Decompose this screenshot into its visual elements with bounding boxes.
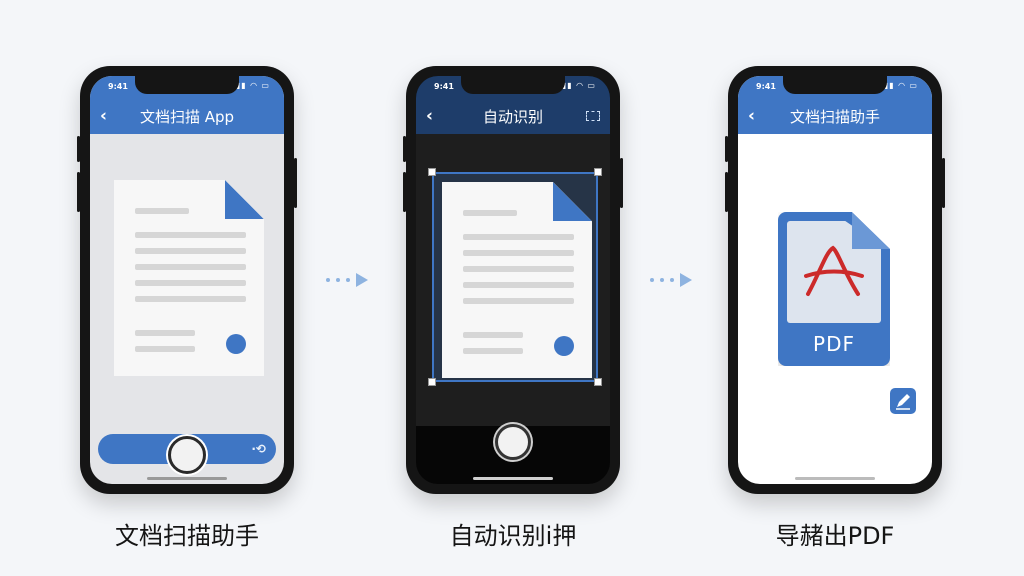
arrow-dot <box>660 278 664 282</box>
status-time: 9:41 <box>756 82 776 91</box>
phone-1: 9:41 ▮▮ ◠ ▭ ‹ 文档扫描 App ·⟲ <box>77 66 297 494</box>
pdf-file-icon[interactable]: PDF <box>778 212 890 366</box>
arrow-dot <box>670 278 674 282</box>
home-indicator[interactable] <box>473 477 553 480</box>
nav-title: 文档扫描助手 <box>789 107 880 126</box>
signature-dot-icon <box>554 336 574 357</box>
caption-step-2: 自动识别i押 <box>449 522 577 550</box>
phone-3-screen: 9:41 ▮▮ ◠ ▭ ‹ 文档扫描助手 PDF <box>738 76 932 484</box>
signature-dot-icon <box>226 334 246 355</box>
scan-frame-icon[interactable] <box>586 111 600 121</box>
arrow-dot <box>326 278 330 282</box>
arrow-dot <box>336 278 340 282</box>
text-line <box>463 234 574 240</box>
chevron-left-icon[interactable]: ‹ <box>426 106 434 126</box>
caption-step-1: 文档扫描助手 <box>115 522 259 550</box>
signal-wifi-battery-icon: ▮▮ ◠ ▭ <box>235 81 270 90</box>
pen-glyph-icon <box>896 394 910 410</box>
text-line <box>135 296 246 302</box>
phone-2: 9:41 ▮▮ ◠ ▭ ‹ 自动识别 <box>403 66 623 494</box>
arrow-dot <box>346 278 350 282</box>
text-line <box>463 332 523 338</box>
phone-side-button <box>77 136 80 162</box>
shutter-button[interactable] <box>495 424 531 460</box>
phone-side-button <box>403 136 406 162</box>
notch <box>783 76 887 94</box>
page-fold-icon <box>225 180 264 220</box>
home-indicator[interactable] <box>795 477 875 480</box>
text-line <box>463 282 574 288</box>
status-time: 9:41 <box>108 82 128 91</box>
phone-side-button <box>942 158 945 208</box>
notch <box>461 76 565 94</box>
phone-1-screen: 9:41 ▮▮ ◠ ▭ ‹ 文档扫描 App ·⟲ <box>90 76 284 484</box>
caption-step-3: 导赭出PDF <box>775 522 895 550</box>
text-line <box>135 232 246 238</box>
chevron-left-icon[interactable]: ‹ <box>100 106 108 126</box>
document-preview <box>114 180 264 376</box>
text-line <box>135 248 246 254</box>
signal-wifi-battery-icon: ▮▮ ◠ ▭ <box>883 81 918 90</box>
arrow-dot <box>650 278 654 282</box>
notch <box>135 76 239 94</box>
text-line <box>463 250 574 256</box>
phone-side-button <box>403 172 406 212</box>
text-line <box>463 210 517 216</box>
phone-side-button <box>725 136 728 162</box>
nav-bar: ‹ 文档扫描助手 <box>738 98 932 134</box>
edit-pen-icon[interactable] <box>890 388 916 414</box>
phone-side-button <box>294 158 297 208</box>
phone-2-screen: 9:41 ▮▮ ◠ ▭ ‹ 自动识别 <box>416 76 610 484</box>
flow-arrow-2 <box>650 273 692 287</box>
nav-title: 文档扫描 App <box>139 107 235 126</box>
pdf-label: PDF <box>813 332 855 356</box>
crop-handle-bottom-left[interactable] <box>428 378 436 386</box>
flow-arrow-1 <box>326 273 368 287</box>
home-indicator[interactable] <box>147 477 227 480</box>
signal-wifi-battery-icon: ▮▮ ◠ ▭ <box>561 81 596 90</box>
arrow-head-icon <box>356 273 368 287</box>
phone-side-button <box>77 172 80 212</box>
text-line <box>135 264 246 270</box>
status-time: 9:41 <box>434 82 454 91</box>
phone-side-button <box>725 172 728 212</box>
text-line <box>463 348 523 354</box>
nav-bar: ‹ 文档扫描 App <box>90 98 284 134</box>
arrow-head-icon <box>680 273 692 287</box>
shutter-button[interactable] <box>168 436 206 474</box>
text-line <box>463 266 574 272</box>
chevron-left-icon[interactable]: ‹ <box>748 106 756 126</box>
switch-camera-icon[interactable]: ·⟲ <box>251 442 266 456</box>
text-line <box>135 280 246 286</box>
text-line <box>135 208 189 214</box>
crop-handle-top-right[interactable] <box>594 168 602 176</box>
phone-3: 9:41 ▮▮ ◠ ▭ ‹ 文档扫描助手 PDF <box>725 66 945 494</box>
crop-handle-top-left[interactable] <box>428 168 436 176</box>
text-line <box>135 330 195 336</box>
acrobat-logo-icon <box>804 245 864 296</box>
phone-side-button <box>620 158 623 208</box>
text-line <box>135 346 195 352</box>
nav-bar: ‹ 自动识别 <box>416 98 610 134</box>
text-line <box>463 298 574 304</box>
crop-handle-bottom-right[interactable] <box>594 378 602 386</box>
document-preview <box>442 182 592 378</box>
nav-title: 自动识别 <box>482 107 543 126</box>
